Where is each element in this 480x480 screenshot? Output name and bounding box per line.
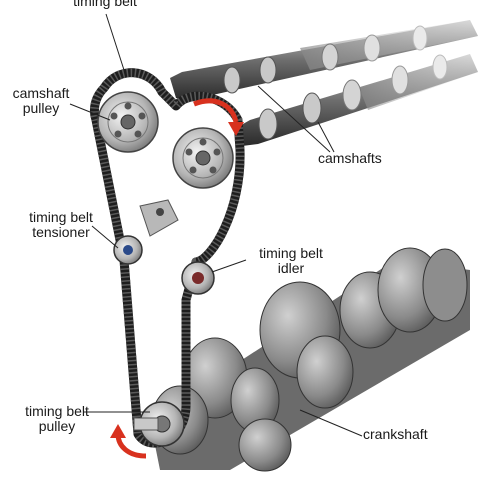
label-timing-belt-idler: timing belt idler	[259, 245, 323, 276]
leader-camshaft-pulley	[69, 103, 111, 121]
rotation-arrow-bottom-head	[110, 424, 126, 438]
crankshaft-pulley	[133, 401, 185, 447]
leader-camshafts-b	[317, 121, 335, 153]
rotation-arrow-top-head	[228, 122, 244, 136]
leader-timing-belt	[105, 13, 125, 71]
camshaft-pulley-left	[97, 91, 159, 153]
camshaft-pulley-right	[172, 127, 234, 189]
label-crankshaft: crankshaft	[363, 426, 428, 442]
camshaft-upper	[170, 20, 478, 100]
idler-pulley	[181, 261, 215, 295]
leader-idler	[211, 259, 247, 273]
label-timing-belt-pulley: timing belt pulley	[25, 403, 89, 434]
label-camshaft-pulley: camshaft pulley	[12, 85, 70, 116]
label-camshafts: camshafts	[318, 150, 382, 166]
camshaft-lower	[236, 54, 478, 146]
rotation-arrow-top	[193, 98, 239, 123]
label-timing-belt-tensioner: timing belt tensioner	[29, 209, 93, 240]
label-timing-belt: timing belt	[73, 0, 137, 9]
timing-belt	[89, 68, 245, 448]
leader-tensioner	[91, 225, 119, 249]
leader-crankshaft	[299, 409, 363, 437]
leader-camshafts-a	[257, 85, 331, 153]
tensioner-assembly	[113, 199, 179, 265]
